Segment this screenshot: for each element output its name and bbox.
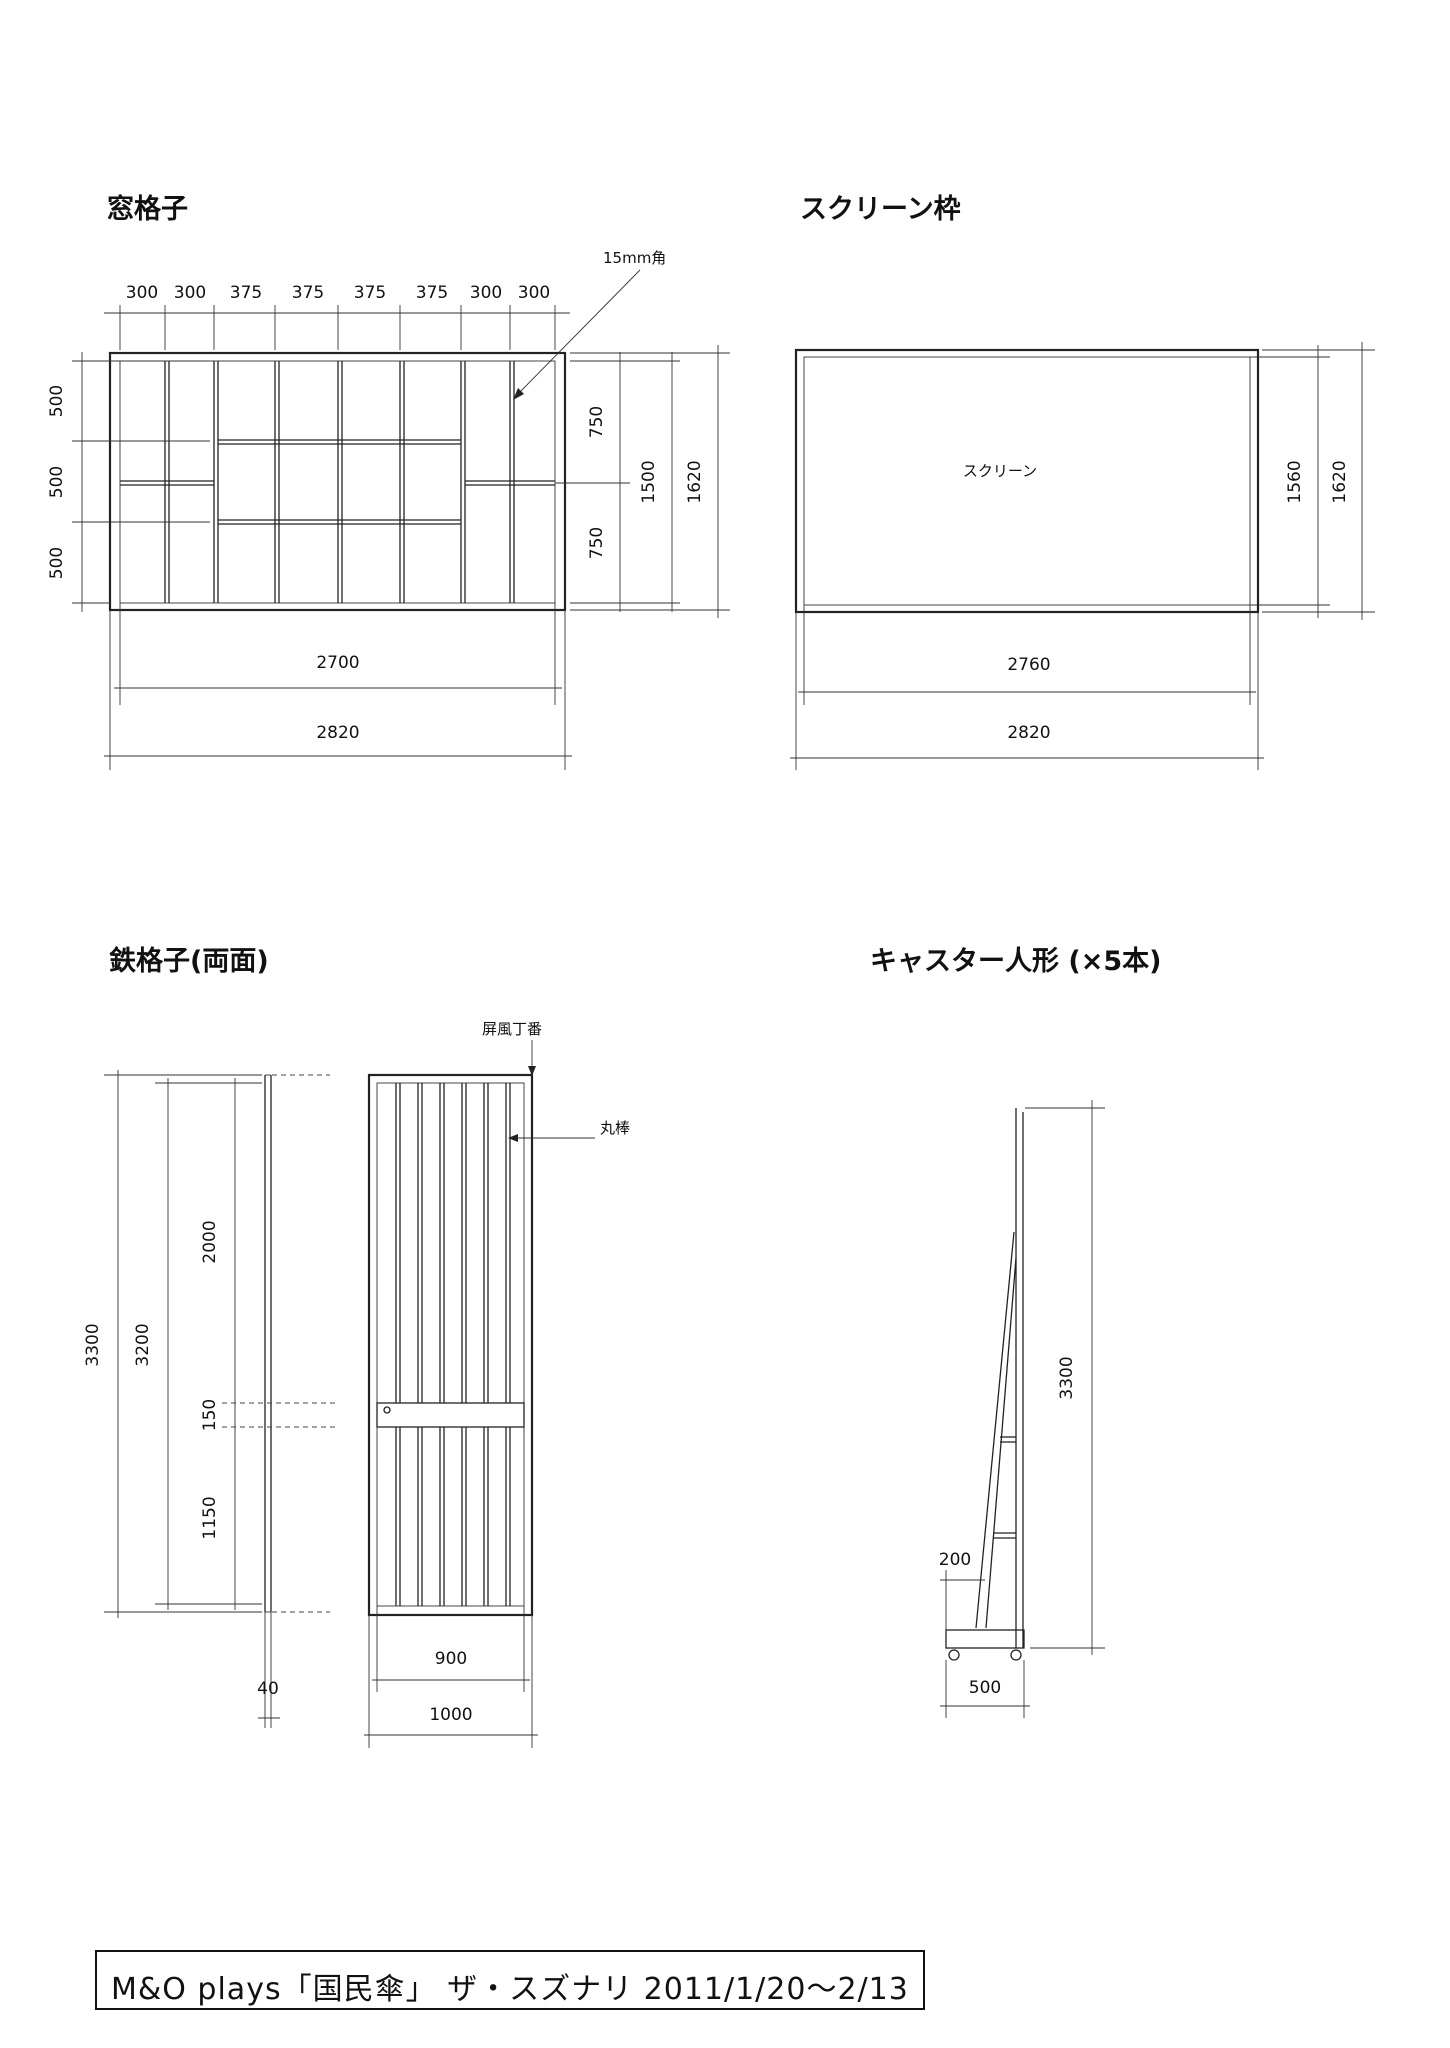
screen-frame-drawing: スクリーン枠 スクリーン 1560 1620 2760 2820 xyxy=(790,194,1375,770)
iron-dim-width-inner: 900 xyxy=(435,1649,467,1669)
window-lattice-material-note: 15mm角 xyxy=(603,249,666,267)
caster-base xyxy=(945,1629,1025,1649)
screen-frame-right-dimension: 1560 1620 xyxy=(1250,342,1375,620)
iron-dim-inner: 3200 xyxy=(133,1323,153,1366)
window-top-dim-4: 375 xyxy=(292,283,324,303)
caster-brace-inner xyxy=(985,1257,1017,1629)
window-right-dim-inner: 1500 xyxy=(639,460,659,503)
iron-dim-lower: 1150 xyxy=(200,1496,220,1539)
iron-lattice-middle-rail xyxy=(376,1402,525,1428)
iron-lattice-inner-frame xyxy=(376,1082,525,1607)
window-bottom-dim-inner: 2700 xyxy=(316,653,359,673)
window-lattice-vertical-bars xyxy=(164,361,515,603)
iron-dim-upper: 2000 xyxy=(200,1220,220,1263)
iron-dim-total: 3300 xyxy=(83,1323,103,1366)
round-bar-note: 丸棒 xyxy=(600,1119,630,1137)
caster-wheel-right xyxy=(1010,1649,1022,1661)
caster-dim-offset: 200 xyxy=(939,1550,971,1570)
caster-dim-height: 3300 xyxy=(1057,1356,1077,1399)
screen-frame-inner xyxy=(803,356,1251,606)
caster-brace-outer xyxy=(975,1231,1015,1629)
window-top-dim-2: 300 xyxy=(174,283,206,303)
window-lattice-frame xyxy=(108,351,567,612)
window-top-dim-7: 300 xyxy=(470,283,502,303)
caster-height-dimension: 3300 xyxy=(1025,1100,1105,1655)
window-lattice-drawing: 窓格子 300 300 xyxy=(47,193,730,770)
window-bottom-dim-outer: 2820 xyxy=(316,723,359,743)
screen-label: スクリーン xyxy=(963,462,1037,480)
caster-offset-dimension: 200 xyxy=(939,1550,985,1632)
iron-lattice-drawing: 鉄格子(両面) 屏風丁番 丸棒 xyxy=(83,945,630,1748)
window-lattice-horizontal-bars xyxy=(120,439,555,525)
window-lattice-bottom-dimension: 2700 2820 xyxy=(104,603,572,770)
screen-frame-title: スクリーン枠 xyxy=(800,194,961,225)
iron-lattice-frame xyxy=(367,1073,534,1617)
window-top-dim-6: 375 xyxy=(416,283,448,303)
iron-lattice-left-dimensions: 3300 3200 2000 150 1150 xyxy=(83,1070,338,1618)
window-top-dim-8: 300 xyxy=(518,283,550,303)
screen-bottom-dim-inner: 2760 xyxy=(1007,655,1050,675)
iron-dim-middle: 150 xyxy=(200,1399,220,1431)
caster-wheel-left xyxy=(948,1649,960,1661)
caster-dim-base: 500 xyxy=(969,1678,1001,1698)
screen-frame-bottom-dimension: 2760 2820 xyxy=(790,605,1264,770)
window-top-dim-3: 375 xyxy=(230,283,262,303)
iron-dim-width-outer: 1000 xyxy=(429,1705,472,1725)
window-left-dim-2: 500 xyxy=(47,466,67,498)
caster-base-dimension: 500 xyxy=(940,1660,1030,1718)
iron-lattice-round-bars xyxy=(395,1083,511,1606)
iron-lattice-lock xyxy=(383,1406,391,1414)
screen-right-dim-outer: 1620 xyxy=(1330,460,1350,503)
window-lattice-title: 窓格子 xyxy=(107,193,188,225)
screen-bottom-dim-outer: 2820 xyxy=(1007,723,1050,743)
material-leader-arrow xyxy=(513,388,524,400)
iron-width-dimensions: 900 1000 xyxy=(364,1606,538,1748)
window-right-dim-lower: 750 xyxy=(587,527,607,559)
screen-frame-outer xyxy=(794,348,1260,614)
window-left-dim-3: 500 xyxy=(47,547,67,579)
caster-doll-title: キャスター人形 (×5本) xyxy=(870,946,1162,977)
window-lattice-right-dimension: 750 750 1500 1620 xyxy=(555,345,730,618)
window-left-dim-1: 500 xyxy=(47,385,67,417)
caster-doll-drawing: キャスター人形 (×5本) 3300 200 xyxy=(870,946,1162,1718)
hinge-note: 屏風丁番 xyxy=(482,1020,542,1038)
iron-dim-thickness: 40 xyxy=(257,1679,279,1699)
window-right-dim-upper: 750 xyxy=(587,406,607,438)
window-right-dim-outer: 1620 xyxy=(685,460,705,503)
iron-lattice-title: 鉄格子(両面) xyxy=(109,945,269,977)
screen-right-dim-inner: 1560 xyxy=(1285,460,1305,503)
footer-caption-box: M&O plays「国民傘」 ザ・スズナリ 2011/1/20～2/13 xyxy=(95,1950,925,2010)
window-lattice-top-dimension: 300 300 375 375 375 375 300 300 xyxy=(104,283,570,350)
window-top-dim-1: 300 xyxy=(126,283,158,303)
window-lattice-left-dimension: 500 500 500 xyxy=(47,352,210,612)
footer-caption: M&O plays「国民傘」 ザ・スズナリ 2011/1/20～2/13 xyxy=(111,1972,909,2007)
material-leader-line xyxy=(515,269,641,397)
iron-thickness-dimension: 40 xyxy=(257,1612,280,1728)
window-top-dim-5: 375 xyxy=(354,283,386,303)
